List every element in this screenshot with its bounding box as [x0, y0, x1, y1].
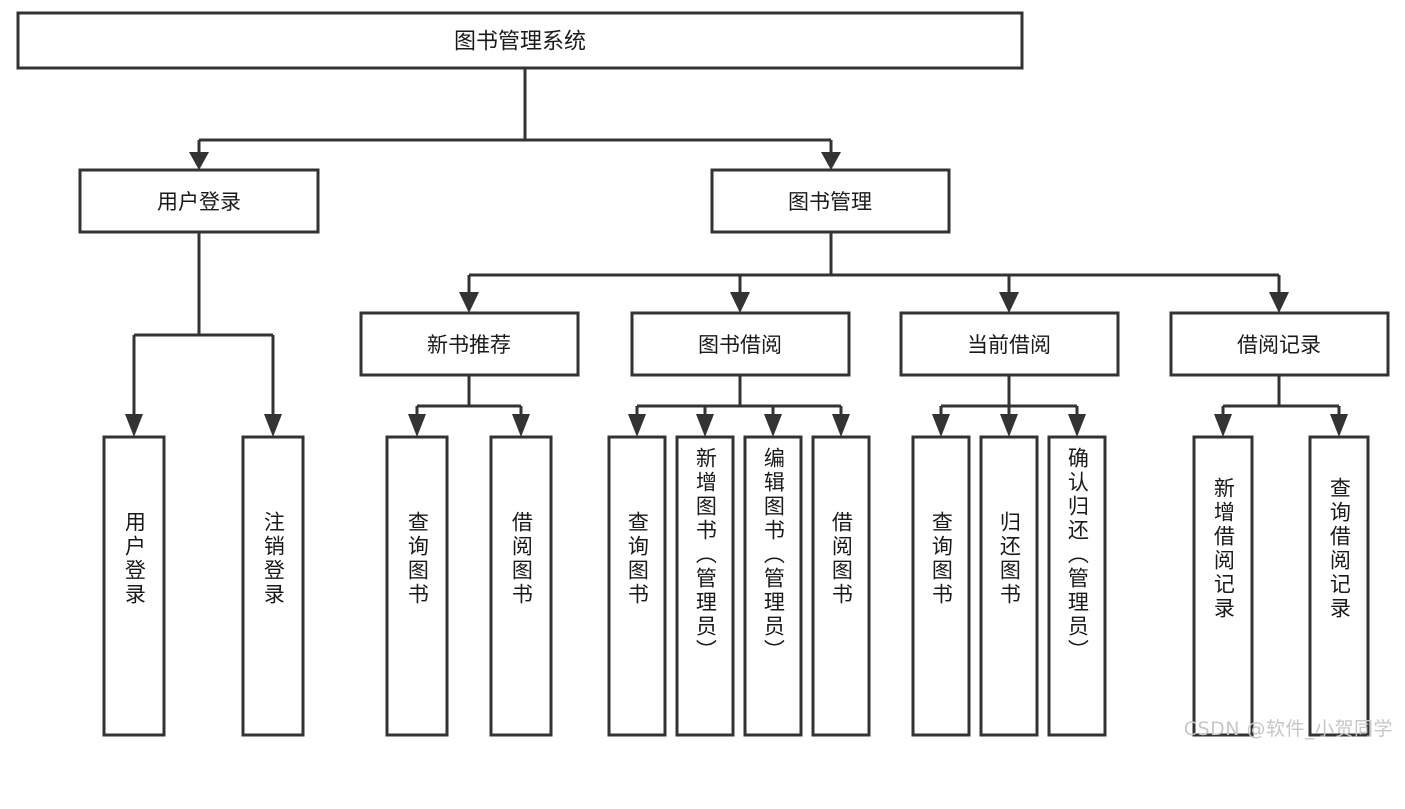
node-current-borrow-box: [899, 311, 1120, 377]
leaf-box-logout[interactable]: [241, 435, 305, 737]
leaf-boxes-book-borrow: [607, 435, 871, 737]
connector-book-borrow-to-leaves: [628, 375, 850, 437]
arrow-head-cb-leaf-2: [1000, 414, 1018, 437]
node-book-management-box: [710, 168, 951, 234]
functional-structure-diagram: 图书管理系统 用户登录 图书管理 新书推荐 图书借阅 当前借阅 借阅记录: [16, 11, 1392, 740]
arrow-head-book-manage: [821, 152, 841, 170]
node-root-label: 图书管理系统: [454, 30, 586, 55]
node-user-login-label: 用户登录: [157, 190, 241, 214]
arrow-head-cb-leaf-3: [1068, 414, 1086, 437]
node-current-borrow-label: 当前借阅: [967, 333, 1051, 357]
arrow-head-leaf-logout: [264, 414, 282, 437]
arrow-head-book-borrow: [730, 292, 750, 313]
node-book-borrow-label: 图书借阅: [698, 333, 782, 357]
leaf-box-br-add-record[interactable]: [1192, 435, 1254, 737]
arrow-head-leaf-user-login: [125, 414, 143, 437]
leaf-box-nb-borrow-book[interactable]: [489, 435, 553, 737]
node-new-book-recommend-label: 新书推荐: [427, 333, 511, 357]
connector-user-login-to-leaves: [125, 232, 282, 437]
arrow-head-new-book: [459, 292, 479, 313]
node-book-borrow-box: [630, 311, 851, 377]
node-new-book-recommend[interactable]: 新书推荐: [359, 311, 580, 377]
node-current-borrow[interactable]: 当前借阅: [899, 311, 1120, 377]
node-root-box: [16, 11, 1024, 70]
leaf-box-user-login[interactable]: [102, 435, 166, 737]
connector-new-book-to-leaves: [408, 375, 530, 437]
leaf-box-nb-query-book[interactable]: [385, 435, 449, 737]
arrow-head-borrow-record: [1269, 292, 1289, 313]
node-new-book-recommend-box: [359, 311, 580, 377]
arrow-head-bb-leaf-4: [832, 414, 850, 437]
node-borrow-record-box: [1169, 311, 1390, 377]
node-borrow-record-label: 借阅记录: [1237, 333, 1321, 357]
diagram-canvas: 图书管理系统 用户登录 图书管理 新书推荐 图书借阅 当前借阅 借阅记录: [16, 11, 1390, 737]
node-book-management-label: 图书管理: [788, 190, 872, 214]
connector-book-manage-to-level3: [459, 232, 1289, 313]
node-borrow-record[interactable]: 借阅记录: [1169, 311, 1390, 377]
arrow-head-nb-leaf-2: [512, 414, 530, 437]
leaf-box-cb-return-book[interactable]: [979, 435, 1039, 737]
connector-root-to-level2: [189, 68, 841, 170]
leaf-box-bb-borrow-book[interactable]: [811, 435, 871, 737]
arrow-head-bb-leaf-2: [696, 414, 714, 437]
leaf-boxes-borrow-record: [1192, 435, 1370, 737]
arrow-head-cb-leaf-1: [932, 414, 950, 437]
leaf-box-br-query-record[interactable]: [1308, 435, 1370, 737]
leaf-box-bb-edit-book[interactable]: [743, 435, 803, 737]
arrow-head-br-leaf-1: [1214, 414, 1232, 437]
leaf-boxes-current-borrow: [911, 435, 1107, 737]
node-user-login[interactable]: 用户登录: [78, 168, 320, 234]
arrow-head-bb-leaf-3: [764, 414, 782, 437]
leaf-boxes-user-login: [102, 435, 305, 737]
arrow-head-current-borrow: [999, 292, 1019, 313]
connector-current-borrow-to-leaves: [932, 375, 1086, 437]
node-book-borrow[interactable]: 图书借阅: [630, 311, 851, 377]
arrow-head-nb-leaf-1: [408, 414, 426, 437]
connector-borrow-record-to-leaves: [1214, 375, 1348, 437]
node-root-book-management-system[interactable]: 图书管理系统: [16, 11, 1024, 70]
arrow-head-br-leaf-2: [1330, 414, 1348, 437]
leaf-box-cb-confirm-return[interactable]: [1047, 435, 1107, 737]
leaf-boxes-new-book-recommend: [385, 435, 553, 737]
node-user-login-box: [78, 168, 320, 234]
arrow-head-bb-leaf-1: [628, 414, 646, 437]
leaf-box-cb-query-book[interactable]: [911, 435, 971, 737]
leaf-box-bb-query-book[interactable]: [607, 435, 667, 737]
leaf-box-bb-add-book[interactable]: [675, 435, 735, 737]
arrow-head-user-login: [189, 152, 209, 170]
node-book-management[interactable]: 图书管理: [710, 168, 951, 234]
